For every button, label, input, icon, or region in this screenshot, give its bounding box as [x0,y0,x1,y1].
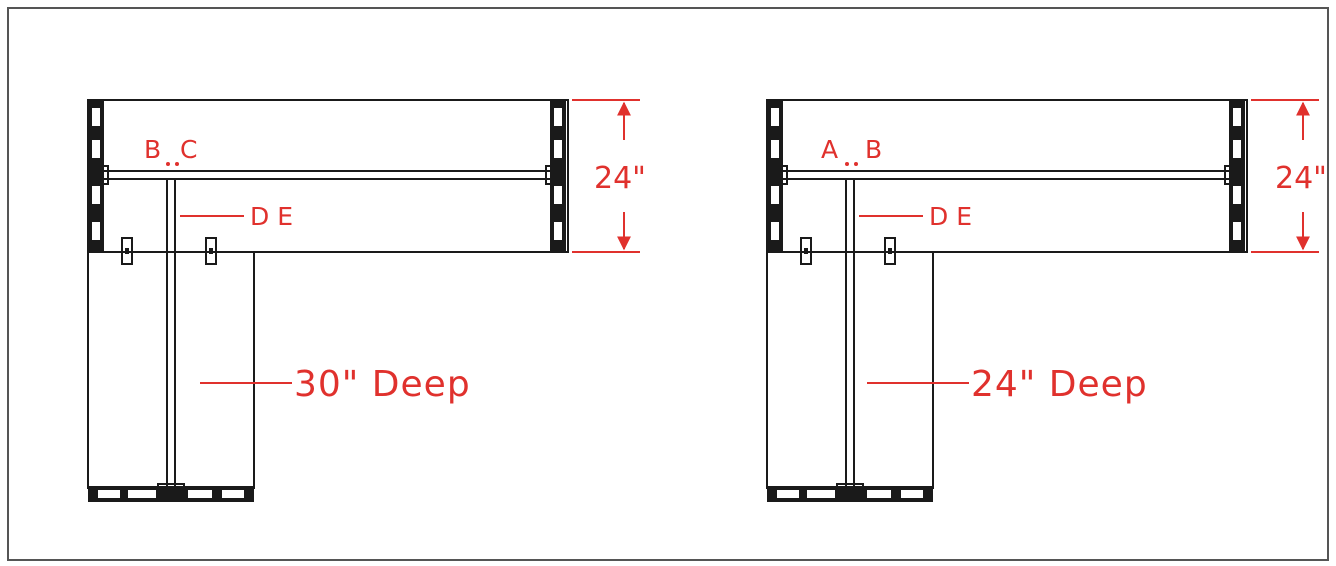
return-depth-label: 24" Deep [971,364,1148,405]
vertical-rail [845,178,855,491]
top-depth-label: 24" [1275,161,1327,196]
hole-dot [854,162,858,166]
drawing-frame [7,7,1329,561]
hole-dot [845,162,849,166]
rail-clamp-right [545,165,559,185]
return-surface [87,252,255,489]
bottom-clamp [836,483,864,497]
bracket [800,237,812,265]
bottom-clamp [157,483,185,497]
bracket [884,237,896,265]
rail-clamp-left [95,165,109,185]
horizontal-rail [99,170,559,180]
rail-label: D E [250,202,293,231]
rail-label: D E [929,202,972,231]
bracket [121,237,133,265]
top-surface [766,99,1248,253]
bracket [205,237,217,265]
bracket-label-1: A [821,135,838,164]
bracket-label-2: B [865,135,882,164]
top-surface [87,99,569,253]
rail-clamp-right [1224,165,1238,185]
horizontal-rail [778,170,1238,180]
hole-dot [175,162,179,166]
bracket-label-2: C [180,135,197,164]
bracket-label-1: B [144,135,161,164]
vertical-rail [166,178,176,491]
return-depth-label: 30" Deep [294,364,471,405]
rail-clamp-left [774,165,788,185]
desk-right: A B D E 24" Deep 24" [766,99,1327,502]
return-surface [766,252,934,489]
hole-dot [166,162,170,166]
top-depth-label: 24" [594,161,646,196]
desk-left: B C D E 30" Deep 24" [87,99,646,502]
